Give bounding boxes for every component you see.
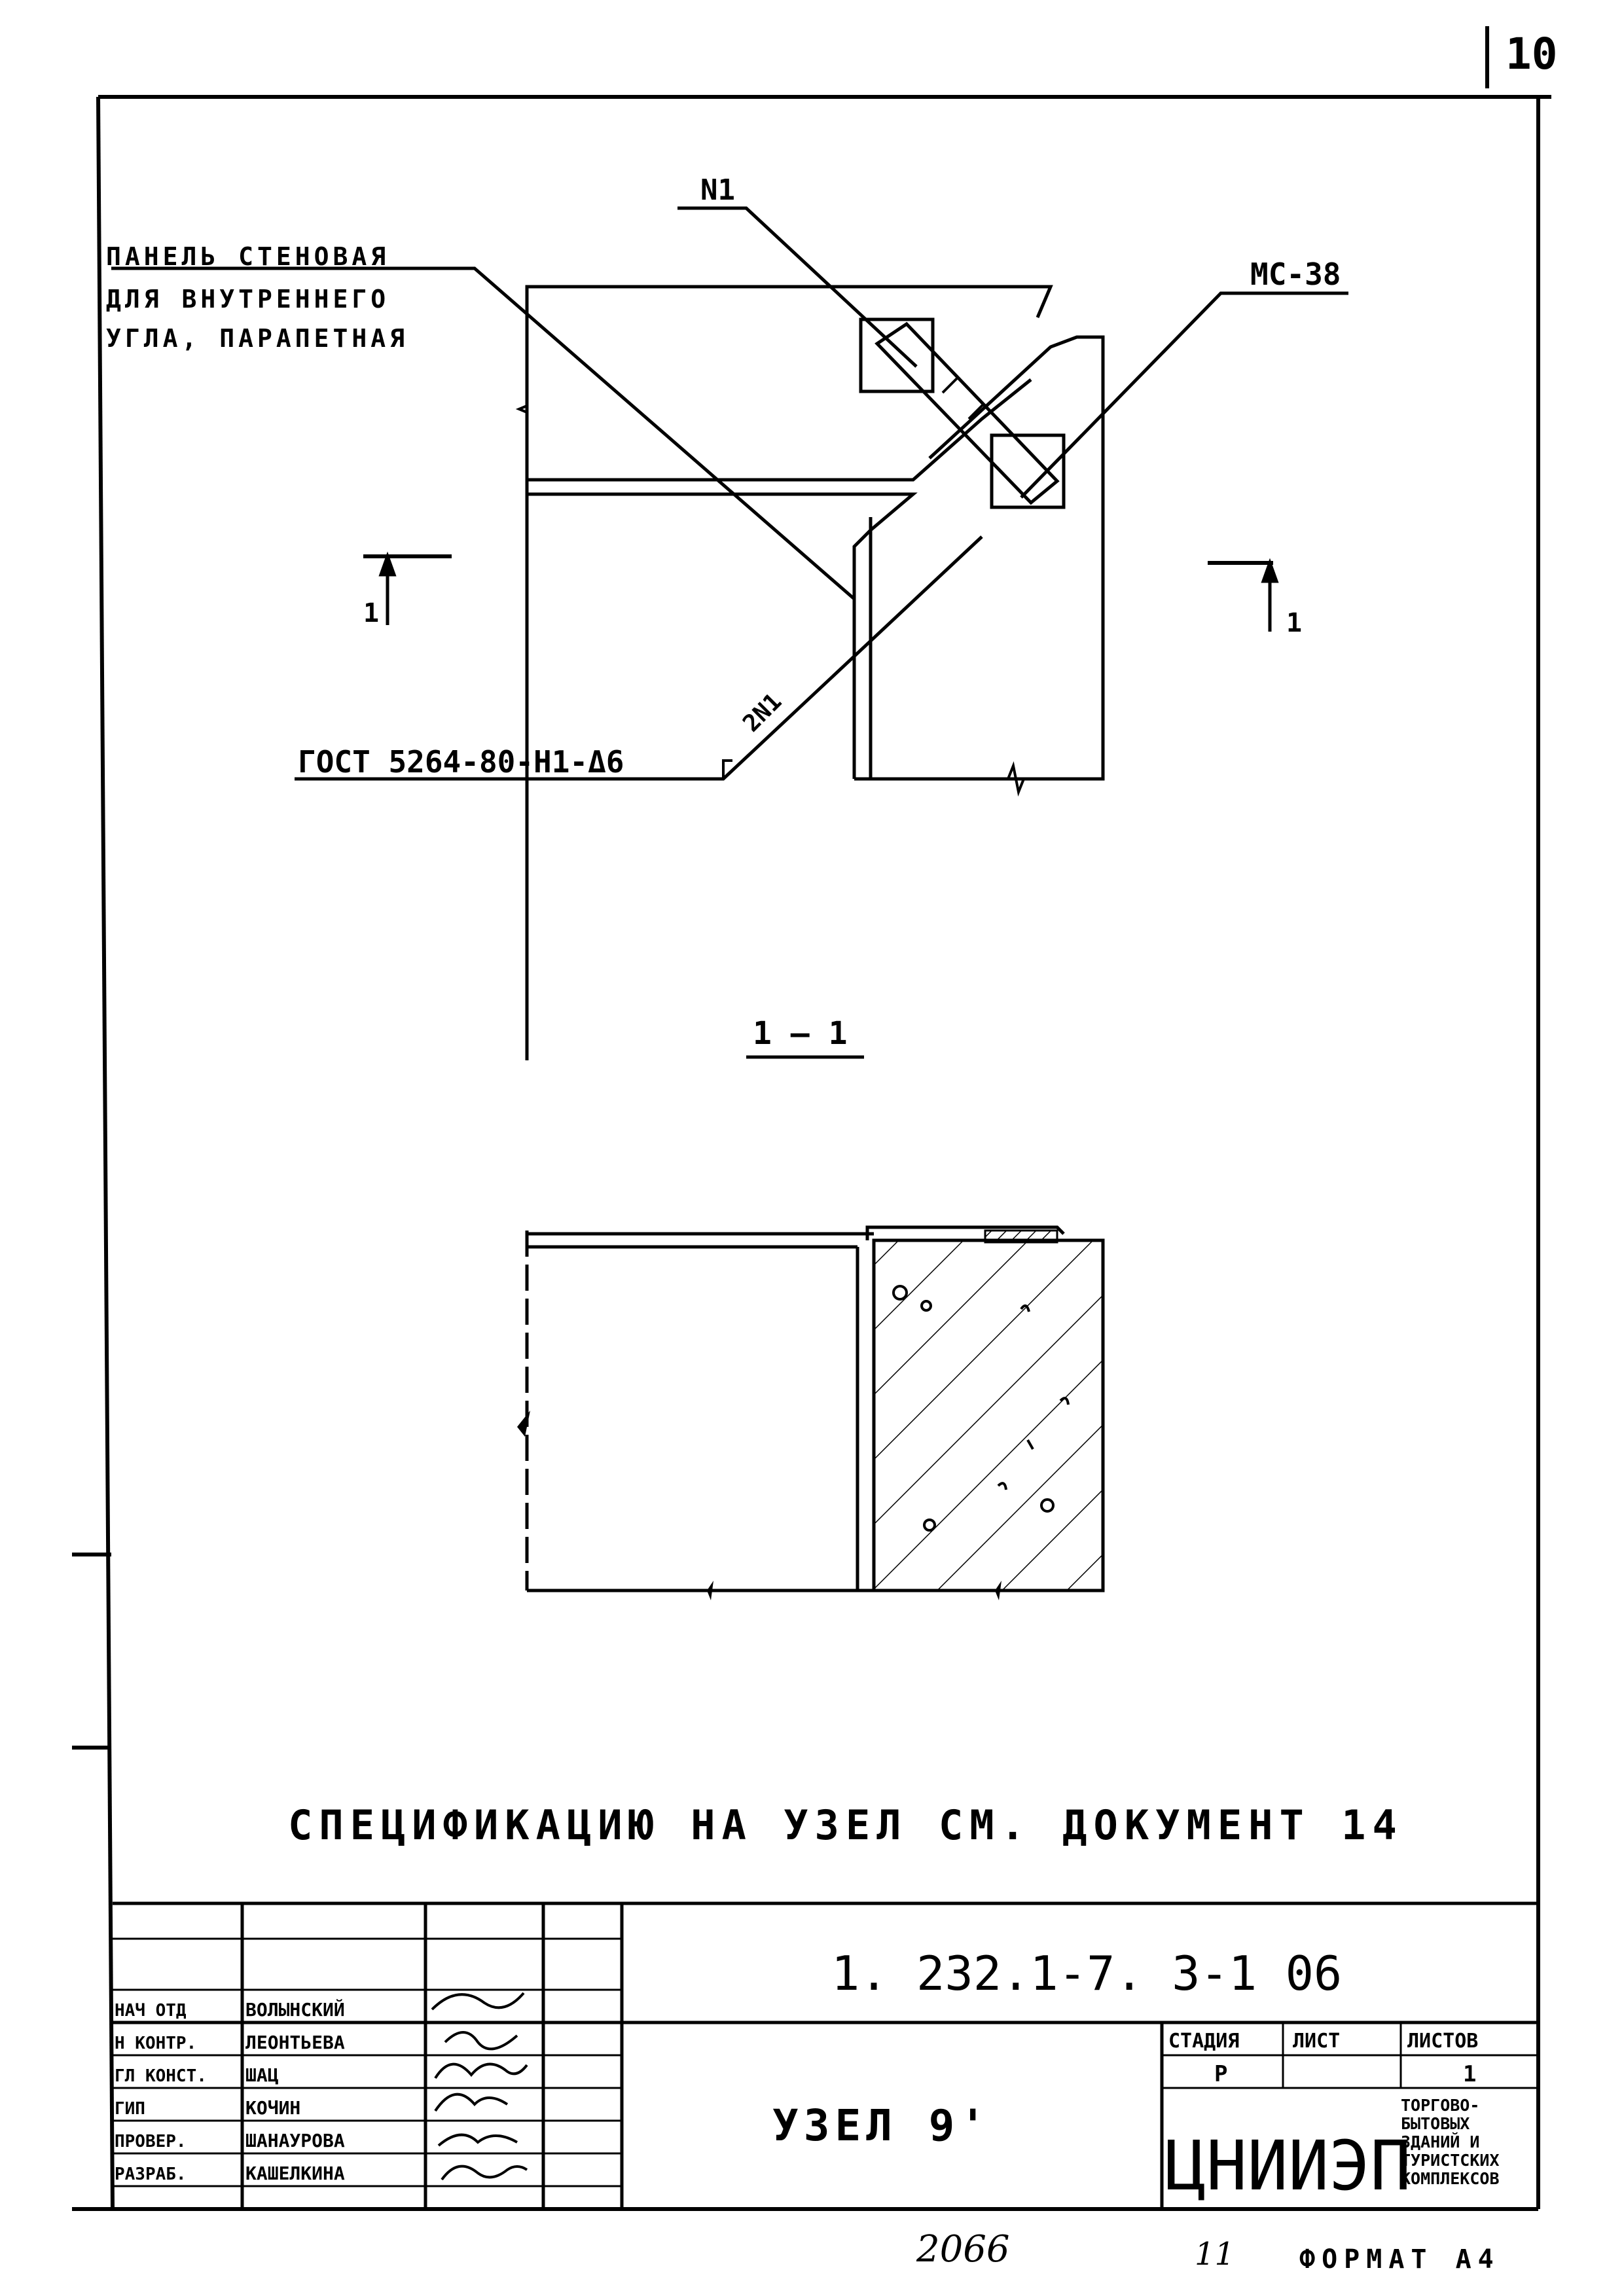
name-3: КОЧИН bbox=[245, 2097, 300, 2119]
inventory-number: 2066 bbox=[916, 2228, 1010, 2271]
sheet-label: ЛИСТ bbox=[1293, 2030, 1340, 2053]
node-title: УЗЕЛ 9' bbox=[772, 2100, 991, 2151]
section-view bbox=[517, 1225, 1105, 1600]
section-mark-right: 1 bbox=[1286, 608, 1302, 638]
gost-label: ГОСТ 5264-80-Н1-Δ6 bbox=[298, 744, 624, 780]
spec-note: СПЕЦИФИКАЦИЮ НА УЗЕЛ СМ. ДОКУМЕНТ 14 bbox=[288, 1801, 1403, 1849]
role-3: ГИП bbox=[115, 2099, 145, 2119]
footer: 2066 11 ФОРМАТ А4 bbox=[916, 2228, 1500, 2274]
panel-label-3: УГЛА, ПАРАПЕТНАЯ bbox=[106, 324, 408, 353]
name-4: ШАНАУРОВА bbox=[245, 2130, 345, 2151]
org-desc-3: ТУРИСТСКИХ bbox=[1401, 2151, 1500, 2170]
name-5: КАШЕЛКИНА bbox=[245, 2163, 345, 2184]
stage-label: СТАДИЯ bbox=[1168, 2030, 1239, 2053]
role-5: РАЗРАБ. bbox=[115, 2165, 187, 2184]
stage-value: Р bbox=[1214, 2061, 1227, 2087]
role-4: ПРОВЕР. bbox=[115, 2132, 187, 2151]
title-block bbox=[113, 1901, 1538, 2209]
doc-code: 1. 232.1-7. 3-1 06 bbox=[831, 1946, 1342, 2001]
sheets-label: ЛИСТОВ bbox=[1407, 2030, 1478, 2053]
sheet-number-text: 10 bbox=[1506, 29, 1557, 79]
section-title-text: 1 – 1 bbox=[753, 1015, 848, 1052]
role-2: ГЛ КОНСТ. bbox=[115, 2066, 207, 2086]
section-mark-left: 1 bbox=[363, 598, 379, 628]
name-2: ШАЦ bbox=[245, 2064, 279, 2086]
sheets-value: 1 bbox=[1463, 2061, 1476, 2087]
two-n1-label: 2N1 bbox=[738, 688, 787, 737]
role-0: НАЧ ОТД bbox=[115, 2001, 187, 2021]
org-name: ЦНИИЭП bbox=[1165, 2126, 1411, 2206]
name-1: ЛЕОНТЬЕВА bbox=[245, 2032, 345, 2053]
panel-label-1: ПАНЕЛЬ СТЕНОВАЯ bbox=[106, 242, 389, 271]
signatures bbox=[431, 1992, 528, 2181]
org-desc-1: БЫТОВЫХ bbox=[1401, 2114, 1470, 2133]
org-desc-4: КОМПЛЕКСОВ bbox=[1401, 2169, 1500, 2188]
panel-label-2: ДЛЯ ВНУТРЕННЕГО bbox=[106, 285, 389, 314]
sheet-number: 10 bbox=[1485, 26, 1557, 88]
plan-labels: N1 МС-38 ПАНЕЛЬ СТЕНОВАЯ ДЛЯ ВНУТРЕННЕГО… bbox=[106, 173, 1341, 780]
org-desc-0: ТОРГОВО- bbox=[1401, 2096, 1479, 2115]
section-title: 1 – 1 bbox=[746, 1015, 864, 1059]
format-label: ФОРМАТ А4 bbox=[1299, 2244, 1500, 2274]
role-1: Н КОНТР. bbox=[115, 2034, 196, 2053]
frame bbox=[72, 95, 1551, 2211]
n1-label: N1 bbox=[700, 173, 735, 207]
org-desc-2: ЗДАНИЙ И bbox=[1401, 2132, 1479, 2151]
title-block-text: 1. 232.1-7. 3-1 06 УЗЕЛ 9' НАЧ ОТД ВОЛЫН… bbox=[115, 1946, 1500, 2206]
plan-view bbox=[111, 206, 1348, 1060]
mc38-label: МС-38 bbox=[1250, 257, 1341, 292]
name-0: ВОЛЫНСКИЙ bbox=[245, 1998, 345, 2021]
copy-number: 11 bbox=[1195, 2236, 1235, 2273]
